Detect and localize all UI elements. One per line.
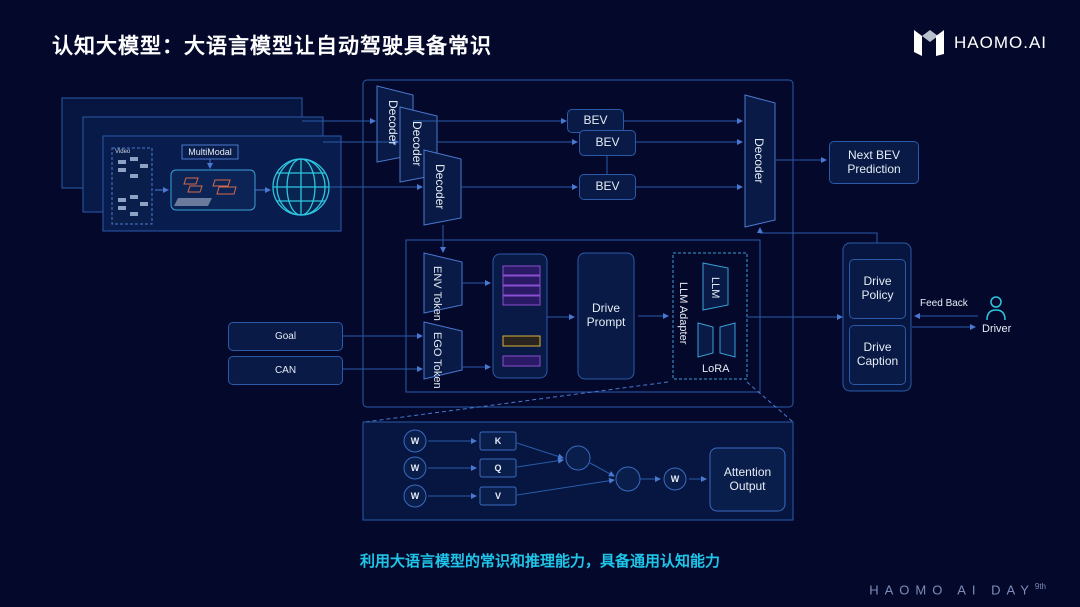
q-box xyxy=(479,458,517,478)
event-footer: HAOMO AI DAY9th xyxy=(869,582,1046,597)
feature-planes xyxy=(183,177,237,195)
decoder-label-3: Decoder xyxy=(433,164,447,210)
llm-adapter-box xyxy=(672,252,748,380)
k-label: K xyxy=(494,435,502,446)
can-box: CAN xyxy=(228,356,343,385)
goal-box: Goal xyxy=(228,322,343,351)
decoder-shape-3 xyxy=(423,149,462,226)
drive-caption-box: Drive Caption xyxy=(849,325,906,385)
haomo-m-icon xyxy=(914,30,944,56)
lora-label: LoRA xyxy=(702,363,730,375)
w-label-2: W xyxy=(410,462,420,473)
q-label: Q xyxy=(494,462,502,473)
page-title: 认知大模型：大语言模型让自动驾驶具备常识 xyxy=(52,34,492,58)
w-out-node xyxy=(663,467,687,491)
video-label: Video xyxy=(115,149,131,155)
next-bev-prediction-box: Next BEV Prediction xyxy=(829,141,919,184)
ego-token-bar-highlight xyxy=(502,335,541,347)
driver-person-icon xyxy=(986,296,1006,321)
w-node-1 xyxy=(403,429,427,453)
multimodal-label: MultiModal xyxy=(188,146,232,157)
v-label: V xyxy=(494,490,501,501)
llm-shape xyxy=(702,262,729,311)
world-model-container xyxy=(362,79,794,408)
footer-text: HAOMO AI DAY xyxy=(869,582,1035,598)
v-box xyxy=(479,486,517,506)
w-label-1: W xyxy=(410,435,420,446)
lora-up-shape xyxy=(719,322,736,358)
drive-prompt-label: Drive Prompt xyxy=(586,301,626,329)
env-token-bars xyxy=(502,265,541,306)
lora-down-shape xyxy=(697,322,714,358)
llm-block-container xyxy=(405,239,761,393)
feedback-label: Feed Back xyxy=(920,298,968,309)
bev-box-2: BEV xyxy=(579,130,636,156)
attention-output-label: Attention Output xyxy=(723,464,772,493)
w-label-3: W xyxy=(410,490,420,501)
env-token-label: ENV Token xyxy=(431,266,443,321)
driver-label: Driver xyxy=(982,323,1012,335)
llm-label: LLM xyxy=(709,277,721,299)
attention-nodes xyxy=(403,429,786,512)
base-plane xyxy=(174,198,212,206)
haomo-logo: HAOMO.AI xyxy=(912,28,1047,58)
attention-output-box xyxy=(709,447,786,512)
decoder-label-2: Decoder xyxy=(410,121,424,167)
footer-edition: 9th xyxy=(1034,582,1046,591)
w-out-label: W xyxy=(670,473,680,484)
drive-policy-box: Drive Policy xyxy=(849,259,906,319)
subtitle: 利用大语言模型的常识和推理能力，具备通用认知能力 xyxy=(359,552,720,570)
drive-prompt-box xyxy=(577,252,635,380)
k-box xyxy=(479,431,517,451)
softmax-node xyxy=(615,466,641,492)
env-token-shape xyxy=(423,252,463,314)
w-node-3 xyxy=(403,484,427,508)
logo-text: HAOMO.AI xyxy=(954,33,1048,52)
matmul-node xyxy=(565,445,591,471)
final-decoder-shape xyxy=(744,94,776,228)
ego-token-shape xyxy=(423,321,463,380)
w-node-2 xyxy=(403,456,427,480)
video-thumbnails xyxy=(118,157,148,216)
final-decoder-label: Decoder xyxy=(752,138,766,184)
ego-token-label: EGO Token xyxy=(431,332,443,389)
decoder-label-1: Decoder xyxy=(386,100,400,146)
llm-adapter-label: LLM Adapter xyxy=(677,282,689,345)
bev-box-3: BEV xyxy=(579,174,636,200)
ego-token-bar xyxy=(502,355,541,367)
world-globe-icon xyxy=(272,158,330,216)
